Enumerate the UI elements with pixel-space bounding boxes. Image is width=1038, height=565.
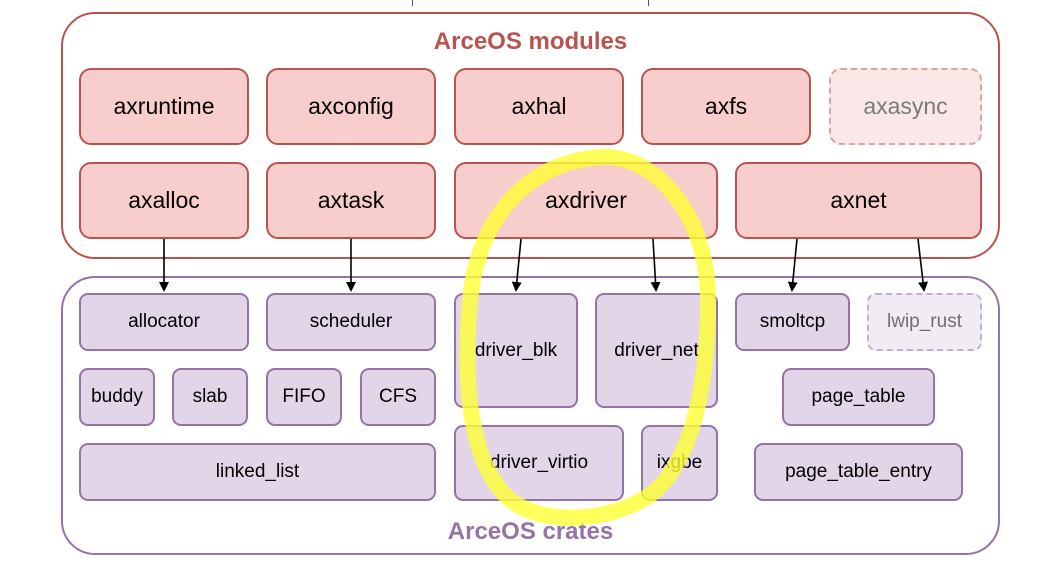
crate-lwip-rust: lwip_rust [867, 293, 982, 351]
crate-linked-list: linked_list [79, 443, 436, 501]
arceos-modules-container: ArceOS modules [61, 12, 1000, 259]
crate-fifo: FIFO [266, 368, 342, 426]
top-connector-tick-left [412, 0, 413, 6]
crate-scheduler: scheduler [266, 293, 436, 351]
crate-cfs: CFS [360, 368, 436, 426]
module-axruntime: axruntime [79, 68, 249, 145]
module-axasync: axasync [829, 68, 982, 145]
module-axconfig: axconfig [266, 68, 436, 145]
arrow-axdriver-to-driver-blk [511, 238, 522, 292]
arrow-axnet-to-lwip-rust [917, 238, 929, 292]
arrow-axdriver-to-driver-net [650, 238, 661, 292]
crate-page-table: page_table [782, 368, 935, 426]
arceos-modules-title: ArceOS modules [433, 28, 628, 55]
arrow-axnet-to-smoltcp [787, 238, 798, 292]
crate-buddy: buddy [79, 368, 155, 426]
module-axtask: axtask [266, 162, 436, 239]
crate-allocator: allocator [79, 293, 249, 351]
crate-page-table-entry: page_table_entry [754, 443, 963, 501]
module-axnet: axnet [735, 162, 982, 239]
crate-slab: slab [172, 368, 248, 426]
module-axalloc: axalloc [79, 162, 249, 239]
crate-smoltcp: smoltcp [735, 293, 850, 351]
module-axfs: axfs [641, 68, 811, 145]
module-axhal: axhal [454, 68, 624, 145]
yellow-highlight-circle [459, 148, 717, 526]
top-connector-tick-right [648, 0, 649, 6]
